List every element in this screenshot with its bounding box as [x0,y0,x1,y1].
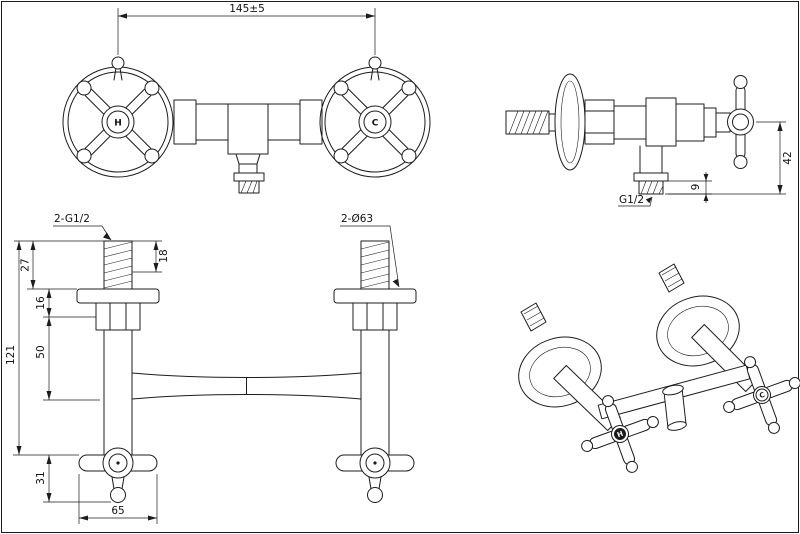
dim-handle-width-label: 65 [111,505,124,517]
front-cold-valve: C [319,56,431,178]
side-view: 42 9 G1/2 [505,73,794,207]
iso-hot-handle: H [581,395,659,473]
front-view: H C 145±5 [62,3,431,194]
iso-shower-outlet [662,384,687,431]
plan-right-valve [333,240,417,503]
dim-thread-exposed: 18 [132,240,170,273]
dim-handle-depth-label: 31 [35,471,47,484]
plan-view: 2-G1/2 2-Ø63 27 18 16 50 [5,213,417,524]
iso-hot-label: H [616,430,624,440]
dim-center-distance: 145±5 [117,3,376,55]
cold-handle-label: C [372,119,379,129]
plan-left-body [103,329,133,456]
flange-diameter-label: 2-Ø63 [341,213,373,225]
side-inlet-nipple [505,110,558,135]
side-shower-outlet [633,145,669,195]
dim-outlet-drop: 42 [668,121,794,195]
front-body [173,99,323,194]
side-valve-body [584,97,731,147]
plan-right-escutcheon [333,288,417,304]
front-shower-outlet [233,153,265,194]
cold-stem [370,67,380,81]
dim-overall-depth-label: 121 [5,345,17,365]
flange-diameter-callout: 2-Ø63 [340,213,400,288]
dim-flange-to-nut: 16 [35,289,96,318]
outlet-thread-label: G1/2 [619,194,644,206]
hot-handle-label: H [114,119,122,129]
isometric-view: H C [518,263,800,473]
hot-stem [113,67,123,81]
plan-left-inlet-pipe [103,240,133,290]
dim-nut-to-body-label: 50 [35,345,47,358]
iso-cold-label: C [758,391,766,400]
dim-thread-exposed-label: 18 [158,249,170,262]
inlet-thread-label: 2-G1/2 [54,213,90,225]
inlet-thread-callout: 2-G1/2 [53,213,112,241]
outlet-thread-callout: G1/2 [618,194,653,207]
plan-left-escutcheon [76,288,160,304]
front-hot-valve: H [62,56,174,178]
iso-inlet-stubs [520,263,685,332]
dim-thread-length-label: 9 [690,184,702,191]
plan-left-valve [76,240,160,503]
plan-right-body [360,329,390,456]
dim-outlet-drop-label: 42 [782,151,794,164]
dim-flange-to-nut-label: 16 [35,296,47,310]
plan-left-handle [78,447,158,503]
dim-thread-length: 9 [665,172,712,203]
dim-handle-depth: 31 [35,455,111,503]
iso-hot-badge [614,428,626,440]
plan-right-handle [335,447,415,503]
dim-wall-to-flange-label: 27 [20,258,32,271]
dim-overall-depth: 121 [5,241,79,456]
side-cross-handle [727,75,754,169]
dim-center-distance-label: 145±5 [229,3,265,15]
iso-cold-handle: C [723,356,800,434]
dim-handle-width: 65 [78,474,158,524]
cold-stem-knob [368,56,382,70]
plan-left-hex-nut [95,302,141,331]
side-wall-flange [554,73,586,171]
dim-nut-to-body: 50 [35,317,100,401]
iso-cold-badge [755,388,769,402]
hot-stem-knob [111,56,125,70]
dim-wall-to-flange: 27 [14,240,104,290]
plan-right-hex-nut [352,302,398,331]
